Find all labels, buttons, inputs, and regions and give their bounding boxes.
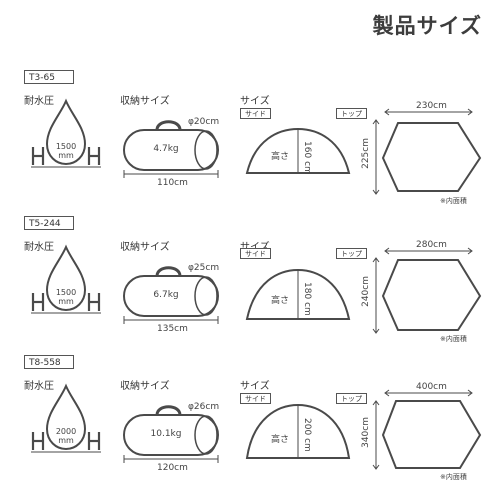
storage-bag-icon [123, 129, 219, 171]
water-value: 1500 [55, 142, 77, 151]
h-right-icon [87, 293, 101, 311]
area-note: ※内面積 [440, 197, 467, 205]
water-label: 耐水圧 [24, 96, 54, 107]
water-value: 2000 [55, 427, 77, 436]
top-width: 280cm [416, 240, 447, 250]
side-tag: サイド [240, 248, 271, 259]
model-block-t5-244: T5-244 耐水圧 収納サイズ サイズ サイド トップ 1500 mm 6.7… [0, 216, 500, 361]
model-block-t3-65: T3-65 耐水圧 収納サイズ サイズ サイド トップ 1500 mm 4.7k… [0, 70, 500, 215]
water-label: 耐水圧 [24, 381, 54, 392]
top-hexagon-icon [381, 400, 482, 469]
height-value: 160 cm [302, 141, 312, 175]
bag-end [194, 130, 218, 170]
storage-bag-icon [123, 275, 219, 317]
water-label: 耐水圧 [24, 242, 54, 253]
area-note: ※内面積 [440, 335, 467, 343]
height-word: 高さ [271, 152, 290, 162]
water-unit: mm [58, 436, 74, 445]
water-value: 1500 [55, 288, 77, 297]
bag-length: 120cm [157, 463, 188, 473]
block-graphics [31, 383, 482, 470]
top-hexagon-icon [381, 122, 482, 192]
size-label: サイズ [240, 238, 270, 253]
top-depth: 225cm [361, 138, 371, 169]
h-right-icon [87, 147, 101, 165]
top-hexagon-icon [381, 259, 482, 331]
model-tag: T8-558 [24, 355, 74, 369]
top-tag: トップ [336, 108, 367, 119]
size-label: サイズ [240, 96, 270, 107]
model-block-t8-558: T8-558 耐水圧 収納サイズ サイズ サイド トップ 2000 mm 10.… [0, 355, 500, 500]
bag-handle-icon [155, 120, 182, 131]
height-value: 180 cm [302, 282, 312, 316]
h-right-icon [87, 432, 101, 450]
block-graphics [31, 98, 482, 195]
h-left-icon [31, 293, 45, 311]
water-unit: mm [58, 151, 74, 160]
top-depth: 240cm [361, 276, 371, 307]
top-tag: トップ [336, 248, 367, 259]
size-label: サイズ [240, 381, 270, 392]
bag-end [194, 415, 218, 455]
bag-diameter: φ25cm [188, 263, 220, 273]
height-word: 高さ [271, 435, 290, 445]
bag-weight: 6.7kg [153, 290, 179, 300]
water-drop-icon [45, 383, 87, 451]
bag-handle-icon [155, 405, 182, 416]
bag-length: 135cm [157, 324, 188, 334]
water-unit: mm [58, 297, 74, 306]
side-tag: サイド [240, 393, 271, 404]
area-note: ※内面積 [440, 473, 467, 481]
model-tag: T5-244 [24, 216, 74, 230]
bag-length: 110cm [157, 178, 188, 188]
top-tag: トップ [336, 393, 367, 404]
block-graphics [31, 244, 482, 334]
top-width: 400cm [416, 382, 447, 392]
model-tag: T3-65 [24, 70, 74, 84]
bag-diameter: φ26cm [188, 402, 220, 412]
bag-diameter: φ20cm [188, 117, 220, 127]
bag-weight: 4.7kg [153, 144, 179, 154]
top-width: 230cm [416, 101, 447, 111]
h-left-icon [31, 147, 45, 165]
storage-label: 収納サイズ [120, 96, 170, 107]
water-drop-icon [45, 98, 87, 166]
side-tag: サイド [240, 108, 271, 119]
page-title: 製品サイズ [372, 14, 482, 38]
storage-label: 収納サイズ [120, 381, 170, 392]
bag-handle-icon [155, 266, 182, 277]
bag-weight: 10.1kg [150, 429, 182, 439]
top-depth: 340cm [361, 417, 371, 448]
height-value: 200 cm [302, 418, 312, 452]
h-left-icon [31, 432, 45, 450]
bag-end [194, 276, 218, 316]
storage-label: 収納サイズ [120, 242, 170, 253]
height-word: 高さ [271, 296, 290, 306]
storage-bag-icon [123, 414, 219, 456]
water-drop-icon [45, 244, 87, 312]
